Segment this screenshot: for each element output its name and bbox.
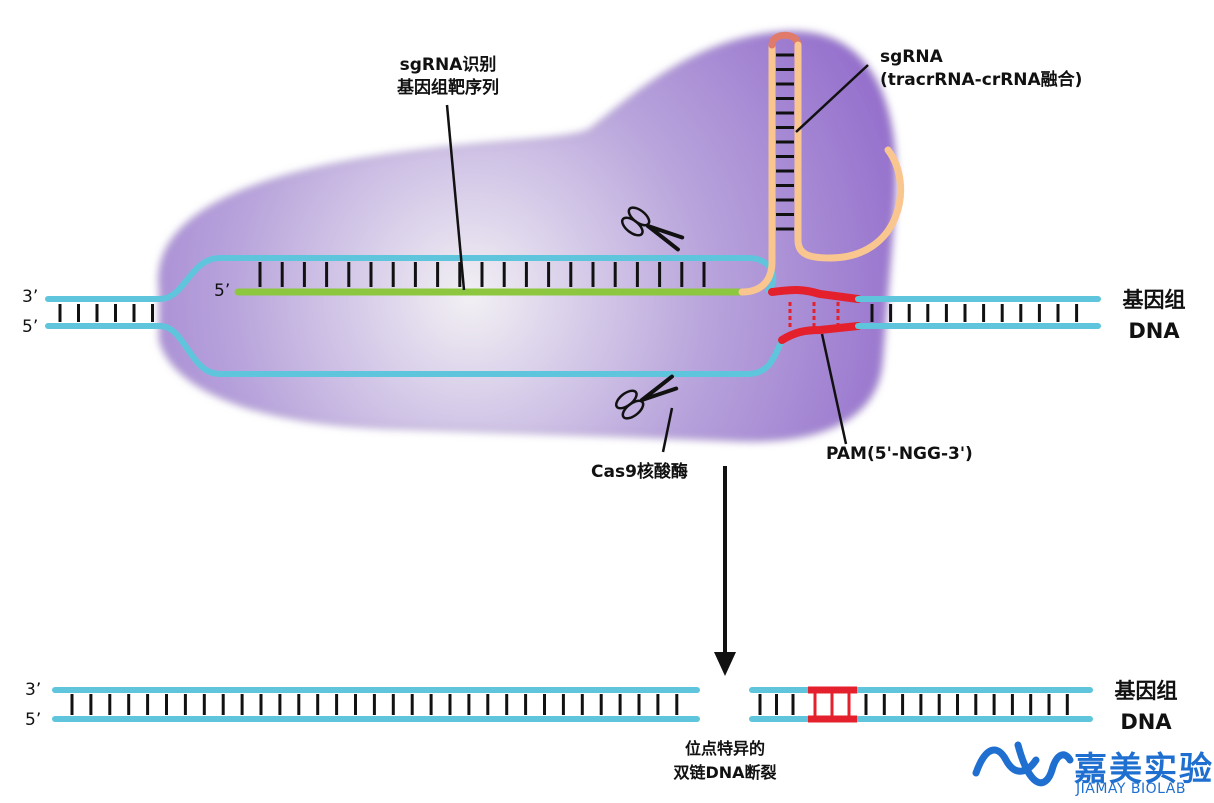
label-double-strand-break: 位点特异的 双链DNA断裂 xyxy=(673,739,777,782)
label-sgrna: sgRNA (tracrRNA-crRNA融合) xyxy=(880,47,1083,90)
logo-name-en: JIAMAY BIOLAB xyxy=(1076,781,1186,797)
scissors-icon xyxy=(614,374,679,420)
top-strand-bubble xyxy=(157,255,777,302)
leader-line-target xyxy=(445,104,466,291)
label-cas9: Cas9核酸酶 xyxy=(591,462,688,482)
pam-cleaved xyxy=(808,686,857,723)
jiamay-logo-icon xyxy=(972,741,1074,787)
strand-end-5-top-left: 5’ xyxy=(22,317,39,337)
strand-end-3-top-left: 3’ xyxy=(22,287,39,307)
label-genomic-dna-top: 基因组 DNA xyxy=(1122,288,1186,343)
leader-line-pam xyxy=(820,333,848,445)
leader-line-cas9 xyxy=(661,407,674,453)
label-genomic-dna-bottom: 基因组 DNA xyxy=(1114,679,1178,734)
logo-name-zh: 嘉美实验 xyxy=(1074,749,1214,788)
label-pam: PAM(5'-NGG-3') xyxy=(826,444,973,464)
pam-top-strand xyxy=(768,286,862,303)
pam-bottom-strand xyxy=(778,322,862,344)
leader-line-sgrna xyxy=(795,64,869,133)
label-sgrna-target: sgRNA识别 基因组靶序列 xyxy=(397,55,499,98)
strand-end-5-bottom-left: 5’ xyxy=(25,710,42,730)
strand-end-5-guide: 5’ xyxy=(214,281,231,301)
strand-end-3-bottom-left: 3’ xyxy=(25,680,42,700)
scissors-icon xyxy=(620,206,685,252)
cas9-enzyme-shape xyxy=(158,30,897,442)
bottom-strand-bubble xyxy=(157,323,785,377)
sgrna-scaffold xyxy=(738,41,776,296)
